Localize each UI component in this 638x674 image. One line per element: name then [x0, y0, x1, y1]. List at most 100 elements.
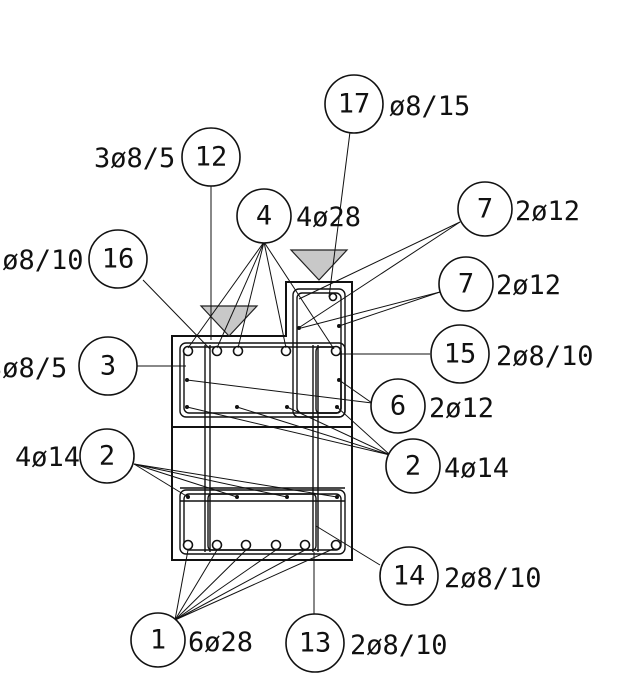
label-17: 17 ø8/15	[324, 74, 470, 134]
leader-1	[174, 548, 334, 621]
bar-spec: 2ø8/10	[0, 245, 84, 276]
mark-number: 13	[299, 628, 332, 659]
leader-6	[338, 379, 373, 404]
label-6: 6 2ø12	[370, 378, 494, 434]
mark-bubble	[130, 612, 186, 668]
leader-2b	[336, 406, 391, 456]
mark-number: 2	[405, 451, 421, 482]
concrete-outline	[171, 281, 353, 561]
bar-spec: 4ø14	[15, 442, 80, 473]
mark-bubble	[379, 546, 439, 606]
mark-number: 3	[100, 351, 116, 382]
leader-7b	[338, 291, 441, 327]
stirrups	[179, 288, 346, 555]
mark-bubble	[438, 256, 494, 312]
leader-4	[216, 241, 265, 349]
leader-7b	[300, 291, 441, 329]
leader-2a	[133, 463, 288, 498]
label-4: 4 4ø28	[236, 188, 361, 244]
mark-number: 6	[390, 391, 406, 422]
mark-number: 4	[256, 201, 272, 232]
mark-bubble	[457, 181, 513, 237]
leader-1	[174, 549, 247, 621]
leader-14	[315, 525, 381, 566]
bar-spec: 2ø12	[496, 270, 561, 301]
bar-1	[270, 539, 282, 551]
mark-number: 16	[102, 244, 135, 275]
bar-spec: 2ø12	[515, 196, 580, 227]
leader-4	[263, 241, 287, 349]
bar-spec: 2ø8/10	[444, 563, 542, 594]
bar-spec: ø8/15	[389, 91, 470, 122]
leader-2a	[133, 463, 338, 498]
leader-1	[174, 549, 189, 621]
mark-bubble	[236, 188, 292, 244]
bar-spec: 6ø28	[188, 627, 253, 658]
leader-lines	[133, 131, 461, 621]
support-triangle-right	[289, 249, 349, 281]
label-13: 13 2ø8/10	[285, 613, 448, 673]
mark-bubble	[285, 613, 345, 673]
mark-bubble	[370, 378, 426, 434]
bar-4	[182, 345, 194, 357]
label-16: 16 2ø8/10	[0, 229, 148, 289]
bar-1	[211, 539, 223, 551]
label-14: 14 2ø8/10	[379, 546, 542, 606]
mark-bubble	[181, 127, 241, 187]
label-2a: 2 4ø14	[15, 428, 135, 484]
stirrup-13	[207, 493, 317, 551]
bar-spec: 3ø8/5	[0, 353, 67, 384]
bar-1	[330, 539, 342, 551]
bar-1	[299, 539, 311, 551]
mark-number: 7	[477, 194, 493, 225]
bars-top	[182, 292, 342, 409]
bar-spec: 2ø8/10	[350, 630, 448, 661]
leader-4	[237, 241, 265, 349]
mark-number: 14	[393, 561, 426, 592]
bar-1	[240, 539, 252, 551]
mark-number: 1	[150, 625, 166, 656]
leader-2b	[286, 406, 391, 456]
label-12: 12 3ø8/5	[94, 127, 241, 187]
mark-number: 7	[458, 269, 474, 300]
leader-2a	[133, 463, 189, 498]
mark-bubble	[324, 74, 384, 134]
section-outline	[171, 281, 353, 561]
leader-2a	[133, 463, 238, 498]
leader-6	[186, 379, 373, 404]
leader-16	[142, 279, 211, 350]
bar-4	[211, 345, 223, 357]
leader-2b	[186, 406, 391, 456]
mark-bubble	[88, 229, 148, 289]
mark-number: 17	[338, 89, 371, 120]
leader-1	[174, 549, 306, 621]
mark-number: 12	[195, 142, 228, 173]
bar-spec: 4ø14	[444, 453, 509, 484]
mark-bubble	[430, 324, 490, 384]
mark-number: 15	[444, 339, 477, 370]
bar-1	[182, 539, 194, 551]
leader-7a	[298, 221, 461, 300]
leader-2b	[236, 406, 391, 456]
leader-17	[328, 131, 351, 298]
mark-bubble	[385, 438, 441, 494]
label-7b: 7 2ø12	[438, 256, 561, 312]
label-15: 15 2ø8/10	[430, 324, 594, 384]
mark-number: 2	[99, 441, 115, 472]
leader-1	[174, 549, 218, 621]
label-7a: 7 2ø12	[457, 181, 580, 237]
leader-7a	[299, 221, 461, 328]
bars-bottom	[182, 495, 342, 551]
leader-4	[263, 241, 335, 350]
label-2b: 2 4ø14	[385, 438, 509, 494]
mark-bubble	[79, 428, 135, 484]
bar-spec: 4ø28	[296, 202, 361, 233]
bar-spec: 3ø8/5	[94, 143, 175, 174]
bar-spec: 2ø8/10	[496, 341, 594, 372]
mark-bubble	[78, 336, 138, 396]
bar-4	[328, 292, 338, 302]
bar-spec: 2ø12	[429, 393, 494, 424]
label-1: 1 6ø28	[130, 612, 253, 668]
leader-1	[174, 549, 277, 621]
